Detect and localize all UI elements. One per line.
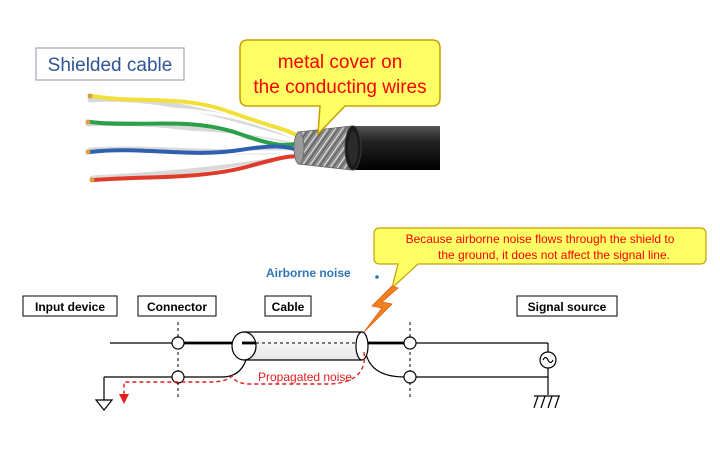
shielded-cable-illustration [85,93,440,186]
section-label-signal-source: Signal source [516,295,618,317]
airborne-callout-line2: the ground, it does not affect the signa… [438,248,670,262]
lightning-bolt-icon [363,285,399,333]
yellow-wire [90,94,304,140]
connector-terminals [171,336,417,384]
connector-boundaries [177,322,411,398]
airborne-noise-label: Airborne noise [266,266,351,280]
terminal-left-top [171,336,185,350]
signal-source-text: Signal source [528,300,607,314]
metal-cover-line2: the conducting wires [253,77,426,98]
metal-cover-callout: metal cover on the conducting wires [239,39,441,137]
terminal-left-bottom [171,370,185,384]
blue-wire [88,144,304,155]
cable-text: Cable [272,300,305,314]
connector-text: Connector [147,300,207,314]
cable-shield-tube [231,331,369,361]
metal-cover-line1: metal cover on [278,52,403,73]
airborne-noise-callout: Because airborne noise flows through the… [373,227,707,290]
ground-icon [533,395,560,409]
input-ground-icon [94,399,114,411]
propagated-noise-path [123,351,366,396]
input-device-text: Input device [35,300,105,314]
airborne-callout-line1: Because airborne noise flows through the… [406,232,675,246]
red-wire [92,154,304,182]
airborne-noise-dot [375,275,379,279]
ac-source-icon [539,351,557,369]
section-label-cable: Cable [264,295,312,317]
green-wire [88,120,304,147]
terminal-right-top [403,336,417,350]
terminal-right-bottom [403,370,417,384]
section-label-input-device: Input device [22,295,118,317]
propagated-noise-label: Propagated noise [258,370,352,384]
shielded-cable-text: Shielded cable [48,55,173,76]
noise-arrow-icon [119,394,129,404]
section-label-connector: Connector [137,295,217,317]
shielded-cable-label: Shielded cable [35,47,185,81]
